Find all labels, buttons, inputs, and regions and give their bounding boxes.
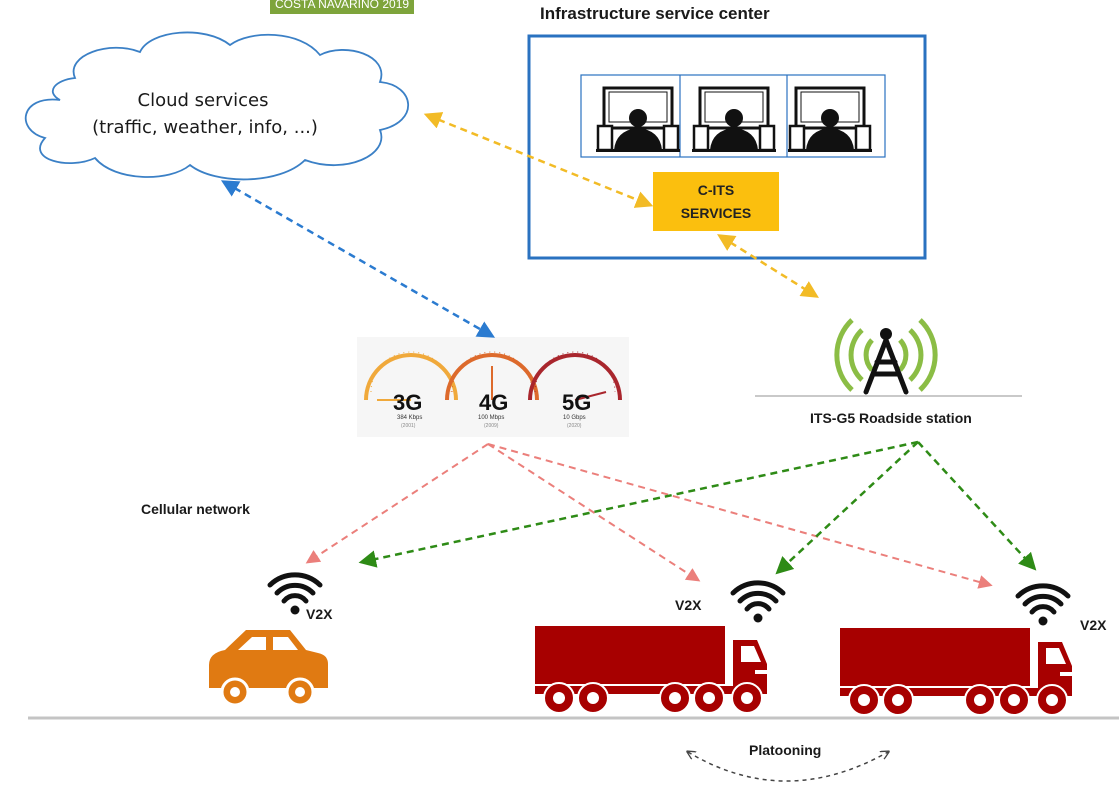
cloud-shape	[24, 31, 409, 181]
cellular-to-truck1-link	[487, 443, 701, 582]
truck2-wifi-icon	[1018, 586, 1068, 626]
gauge-5g-year: (2020)	[567, 423, 582, 429]
truck1-wifi-icon	[733, 583, 783, 623]
roadside-to-truck1-link	[775, 441, 919, 575]
gauge-3g: 3G 384 Kbps (2001)	[364, 351, 458, 429]
cellular-to-car-link	[305, 443, 489, 564]
gauge-5g: 5G 10 Gbps (2020)	[528, 351, 622, 429]
operator-icon-3	[786, 86, 874, 154]
car-icon	[209, 630, 328, 707]
truck-icon-2	[839, 627, 1075, 716]
gauge-5g-speed: 10 Gbps	[563, 415, 586, 421]
cellular-network-label: Cellular network	[141, 501, 250, 517]
roadside-station-label: ITS-G5 Roadside station	[810, 410, 972, 426]
truck2-v2x-label: V2X	[1080, 617, 1107, 633]
gauge-5g-label: 5G	[562, 390, 591, 415]
gauge-4g-speed: 100 Mbps	[478, 415, 504, 421]
cloud-services-examples: (traffic, weather, info, ...)	[92, 117, 318, 138]
platooning-arrow	[688, 752, 888, 782]
gauge-3g-year: (2001)	[401, 423, 416, 429]
operator-icon-1	[594, 86, 682, 154]
roadside-to-truck2-link	[917, 441, 1037, 571]
cits-label-line1: C-ITS	[697, 182, 735, 198]
cloud-services-title: Cloud services	[137, 90, 269, 111]
car-v2x-label: V2X	[306, 606, 333, 622]
operator-icon-2	[690, 86, 778, 154]
truck-icon-1	[534, 625, 770, 714]
gauge-3g-label: 3G	[393, 390, 422, 415]
gauge-3g-speed: 384 Kbps	[397, 415, 422, 421]
infrastructure-title: Infrastructure service center	[540, 4, 770, 23]
cits-label-line2: SERVICES	[680, 205, 752, 221]
roadside-to-car-link	[358, 440, 919, 568]
gauge-4g-label: 4G	[479, 390, 508, 415]
cloud-to-cellular-link	[220, 180, 496, 338]
event-badge: COSTA NAVARINO 2019	[270, 0, 415, 14]
cits-to-roadside-link	[717, 234, 819, 298]
cellular-to-truck2-link	[487, 443, 993, 589]
cits-services-box: C-ITS SERVICES	[653, 172, 779, 231]
truck1-v2x-label: V2X	[675, 597, 702, 613]
cloud-to-cits-link	[423, 112, 654, 208]
gauge-4g-year: (2009)	[484, 423, 499, 429]
platooning-label: Platooning	[749, 742, 822, 758]
roadside-antenna-icon	[834, 318, 938, 395]
